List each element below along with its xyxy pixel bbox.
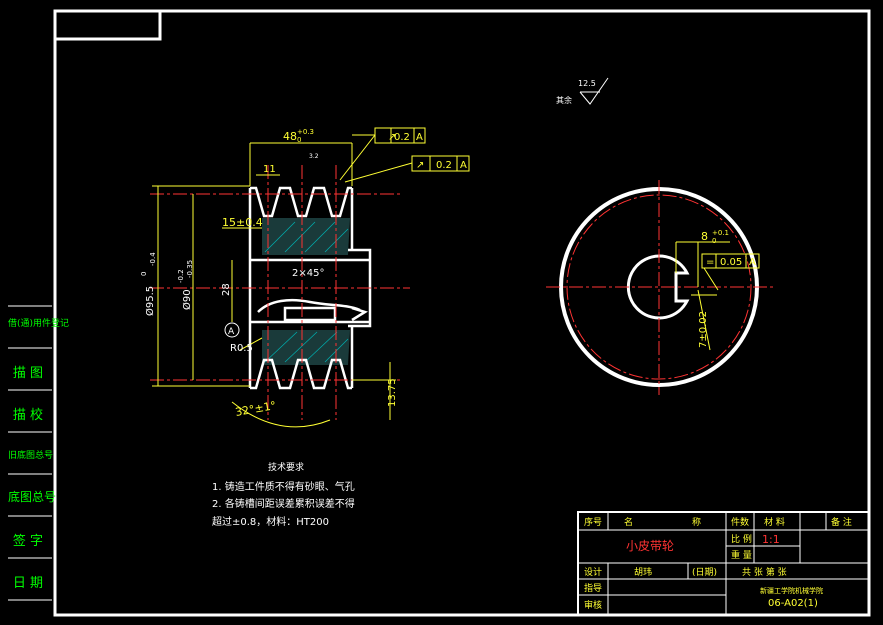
symmetry-value: 0.05 — [720, 257, 742, 268]
groove-offset: 15±0.4 — [222, 216, 263, 229]
datum-label: A — [228, 327, 235, 337]
tol-datum-1: A — [416, 132, 423, 143]
sheets: 共 张 第 张 — [742, 566, 787, 578]
side-dimensions — [675, 241, 760, 351]
designer: 胡玮 — [634, 566, 652, 578]
top-left-box — [53, 9, 162, 41]
roughness-value: 12.5 — [578, 79, 596, 88]
width-tol: +0.3 — [297, 128, 314, 136]
keyway-depth: 7±0.02 — [698, 311, 709, 348]
tol-symbol-1: ↗ — [388, 132, 396, 143]
pitch-circle — [566, 194, 752, 380]
side-label-registry: 借(通)用件登记 — [8, 319, 70, 329]
datum-circle — [224, 322, 240, 338]
groove-pitch: 11 — [263, 164, 276, 175]
small-roughness: 3.2 — [309, 153, 319, 160]
outer-dia: Ø95.5 — [144, 286, 156, 316]
hdr-material: 材 料 — [764, 516, 785, 528]
bore-keyway — [626, 254, 690, 320]
approve-label: 审核 — [584, 599, 602, 611]
tolerance-frame-2 — [411, 155, 470, 172]
hdr-name: 名 — [624, 516, 633, 528]
note-2: 2. 各铸槽间距误差累积误差不得 — [212, 497, 355, 510]
dimension-lines — [152, 134, 413, 428]
side-label-sign: 签 字 — [12, 534, 44, 549]
tol-value-1: 0.2 — [394, 132, 410, 143]
side-label-base: 底图总号 — [8, 490, 57, 504]
pitch-dia-tol-lower: -0.35 — [186, 260, 194, 278]
front-view: 48 +0.3 0 11 15±0.4 13.75 32°±1° ↗ 0.2 A… — [140, 127, 470, 428]
lower-section-hatch — [262, 330, 350, 365]
drawing-no: 06-A02(1) — [768, 598, 818, 609]
side-label-old-base: 旧底图总号 — [8, 451, 54, 461]
side-label-trace-check: 描 校 — [12, 408, 44, 423]
roughness-label: 其余 — [556, 95, 572, 105]
date-label: (日期) — [692, 567, 717, 578]
pitch-dia-tol: -0.2 — [177, 269, 185, 283]
school: 新疆工学院机械学院 — [760, 586, 823, 595]
keyway-tol-lower: 0 — [712, 237, 716, 245]
tol-value-2: 0.2 — [436, 160, 452, 171]
hdr-remark: 备 注 — [831, 516, 852, 528]
hdr-name2: 称 — [692, 516, 701, 528]
radius: R0.5 — [230, 343, 253, 354]
note-1: 1. 铸造工件质不得有砂眼、气孔 — [212, 480, 355, 493]
keyway-width: 8 — [701, 230, 708, 243]
centerlines — [150, 165, 410, 420]
tolerance-frame-1 — [374, 127, 426, 144]
groove-depth: 13.75 — [387, 378, 398, 407]
bore-dim: 28 — [221, 283, 232, 296]
symmetry-symbol: = — [706, 257, 714, 268]
hdr-qty: 件数 — [731, 516, 749, 528]
hdr-seq: 序号 — [584, 516, 602, 528]
notes-title: 技术要求 — [268, 461, 304, 473]
side-strip — [8, 305, 52, 601]
note-3: 超过±0.8，材料：HT200 — [212, 515, 329, 528]
roughness-symbol: 12.5 其余 — [556, 77, 609, 105]
check-label: 指导 — [584, 582, 602, 594]
pitch-dia: Ø90 — [181, 289, 193, 310]
side-label-trace: 描 图 — [12, 366, 44, 381]
side-label-date: 日 期 — [12, 576, 44, 591]
side-centerlines — [546, 180, 775, 395]
outer-dia-tol-lower: -0.4 — [149, 252, 157, 266]
width-dim: 48 — [283, 130, 297, 143]
scale-label: 比 例 — [731, 533, 752, 545]
width-tol-lower: 0 — [297, 136, 301, 144]
chamfer: 2×45° — [292, 268, 324, 279]
scale-value: 1:1 — [762, 533, 780, 546]
side-view: 8 +0.1 0 = 0.05 A 7±0.02 — [546, 180, 775, 395]
keyway-tol: +0.1 — [712, 229, 729, 237]
drawing-border — [53, 9, 871, 617]
part-name: 小皮带轮 — [626, 539, 674, 553]
tol-datum-2: A — [460, 160, 467, 171]
symmetry-datum: A — [749, 257, 756, 268]
tech-notes: 技术要求 1. 铸造工件质不得有砂眼、气孔 2. 各铸槽间距误差累积误差不得 超… — [212, 461, 355, 528]
upper-section-hatch — [262, 218, 350, 255]
weight-label: 重 量 — [731, 549, 752, 561]
outer-dia-tol: 0 — [140, 272, 148, 276]
tol-symbol-2: ↗ — [416, 160, 424, 171]
design-label: 设计 — [584, 566, 602, 578]
title-block: 序号 名 称 件数 材 料 备 注 比 例 重 量 设计 胡玮 (日期) 共 张… — [577, 511, 870, 616]
